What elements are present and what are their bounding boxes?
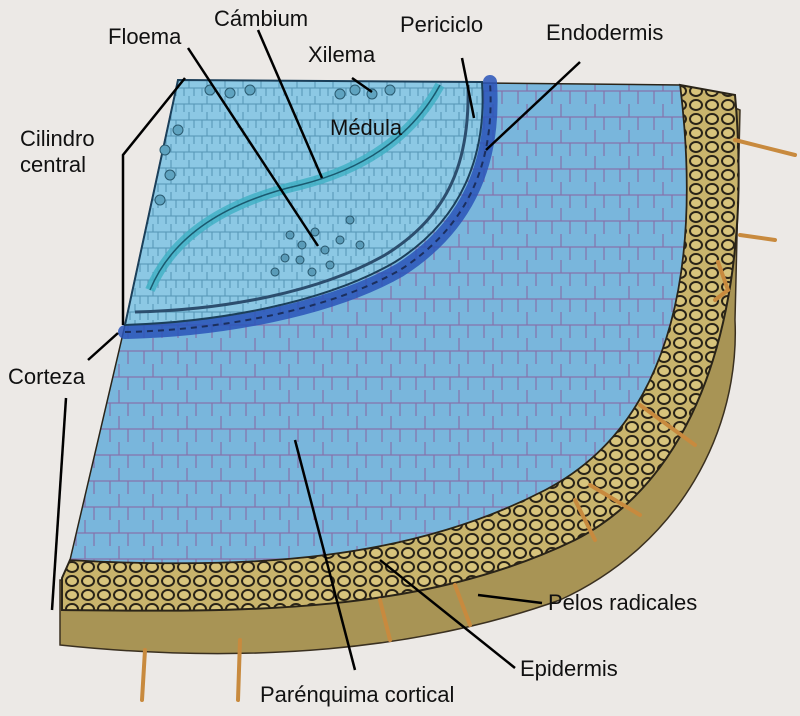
label-parenquima-cortical: Parénquima cortical (260, 682, 455, 707)
label-xilema: Xilema (308, 42, 376, 67)
label-floema: Floema (108, 24, 182, 49)
label-pelos-radicales: Pelos radicales (548, 590, 698, 615)
label-periciclo: Periciclo (400, 12, 484, 37)
label-endodermis: Endodermis (546, 20, 664, 45)
label-corteza: Corteza (8, 364, 86, 389)
leader-lines (50, 29, 581, 671)
phloem-cluster (270, 215, 365, 277)
root-hairs (140, 138, 797, 702)
label-medula: Médula (330, 115, 403, 140)
pericycle-ring (134, 84, 470, 314)
label-cilindro-central: Cilindro central (20, 126, 95, 177)
label-epidermis: Epidermis (520, 656, 618, 681)
label-cambium: Cámbium (214, 6, 309, 31)
